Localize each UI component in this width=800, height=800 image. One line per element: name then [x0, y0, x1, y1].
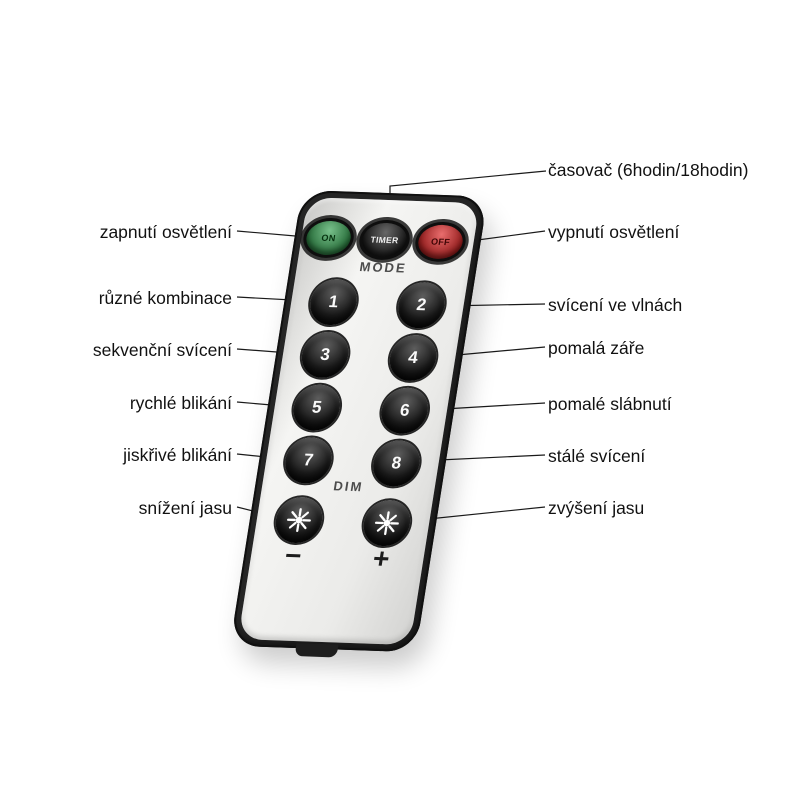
label-sekvencni-sviceni: sekvenční svícení — [92, 340, 232, 360]
label-zapnuti-osvetleni: zapnutí osvětlení — [99, 222, 232, 242]
label-casovac: časovač (6hodin/18hodin) — [548, 160, 749, 180]
label-stale-sviceni: stálé svícení — [548, 446, 646, 466]
label-rychle-blikani: rychlé blikání — [129, 393, 232, 413]
label-jiskrive-blikani: jiskřivé blikání — [123, 445, 232, 465]
dim-minus-button — [272, 496, 326, 544]
remote-control: ON TIMER OFF MODE 1 2 3 4 5 6 7 8 DIM — [229, 190, 488, 658]
remote-bottom-nub — [294, 643, 339, 658]
timer-button: TIMER — [356, 219, 413, 261]
off-button: OFF — [412, 221, 469, 263]
sun-icon — [374, 511, 399, 536]
label-vypnuti-osvetleni: vypnutí osvětlení — [548, 222, 680, 242]
mode-button-4: 4 — [386, 334, 440, 382]
line-vypnuti — [469, 230, 546, 242]
mode-button-2: 2 — [394, 281, 449, 329]
dim-minus-symbol: − — [282, 539, 304, 572]
mode-button-1: 1 — [306, 278, 361, 326]
mode-button-3: 3 — [298, 331, 352, 379]
label-pomale-slabnuti: pomalé slábnutí — [548, 394, 672, 414]
sun-icon — [286, 508, 311, 533]
mode-button-5: 5 — [290, 383, 344, 432]
mode-button-6: 6 — [378, 387, 432, 435]
on-button: ON — [300, 217, 357, 259]
dim-plus-symbol: + — [370, 542, 392, 575]
label-zvyseni-jasu: zvýšení jasu — [548, 498, 645, 518]
label-ruzne-kombinace: různé kombinace — [98, 288, 232, 308]
label-sviceni-ve-vlnach: svícení ve vlnách — [548, 295, 683, 315]
label-pomala-zare: pomalá záře — [548, 338, 645, 358]
dim-plus-button — [360, 499, 414, 547]
label-snizeni-jasu: snížení jasu — [138, 498, 232, 518]
remote-face: ON TIMER OFF MODE 1 2 3 4 5 6 7 8 DIM — [237, 197, 480, 646]
